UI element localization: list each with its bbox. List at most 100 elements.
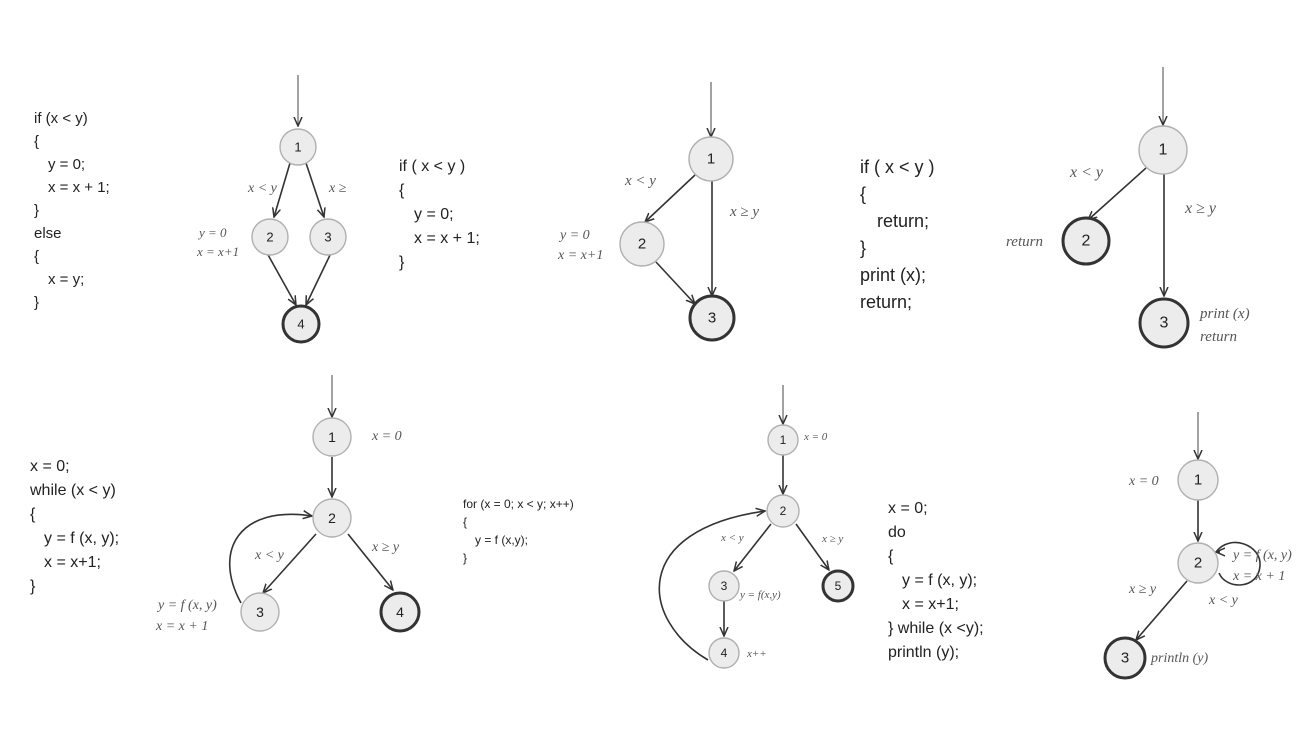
node-annotation: x = 0 bbox=[803, 431, 828, 443]
node-label: 5 bbox=[835, 579, 842, 593]
code-line: if ( x < y ) bbox=[399, 158, 465, 175]
edge-label: x ≥ y bbox=[821, 533, 843, 545]
code-line: do bbox=[888, 524, 906, 541]
flow-graph: 1 2 3 x < y x ≥ y y = 0 x = x+1 bbox=[557, 82, 759, 342]
edge-label: x < y bbox=[1208, 593, 1239, 608]
node-5-exit bbox=[821, 569, 855, 603]
code-line: while (x < y) bbox=[29, 482, 116, 499]
code-line: x = x+1; bbox=[44, 554, 101, 571]
panel-for: for (x = 0; x < y; x++) { y = f (x,y); }… bbox=[463, 385, 855, 669]
code-line: y = 0; bbox=[48, 156, 85, 173]
code-block: if ( x < y ) { return; } print (x); retu… bbox=[860, 157, 935, 312]
node-annotation: x = x + 1 bbox=[1232, 569, 1285, 584]
node-3 bbox=[309, 218, 347, 256]
code-line: y = f (x, y); bbox=[44, 530, 119, 547]
code-line: return; bbox=[860, 292, 912, 312]
node-4-exit bbox=[281, 304, 321, 344]
node-label: 1 bbox=[1159, 142, 1168, 159]
code-line: { bbox=[888, 548, 894, 565]
code-line: } bbox=[30, 578, 36, 595]
node-1 bbox=[688, 136, 734, 182]
code-line: else bbox=[34, 225, 62, 242]
code-block: x = 0; do { y = f (x, y); x = x+1; } whi… bbox=[888, 500, 984, 661]
code-line: x = 0; bbox=[888, 500, 928, 517]
edge-3-4 bbox=[306, 252, 332, 305]
node-2 bbox=[312, 498, 352, 538]
node-label: 4 bbox=[297, 317, 304, 332]
code-line: { bbox=[463, 515, 467, 529]
node-2 bbox=[1177, 542, 1219, 584]
code-line: } bbox=[399, 254, 405, 271]
code-line: } bbox=[34, 202, 39, 219]
loop-edge-3-2 bbox=[228, 514, 312, 604]
node-annotation: x = x+1 bbox=[196, 244, 239, 259]
node-label: 1 bbox=[780, 433, 787, 447]
node-annotation: x = x + 1 bbox=[155, 619, 208, 634]
node-3-exit bbox=[1103, 636, 1147, 680]
node-3 bbox=[240, 592, 280, 632]
code-line: { bbox=[30, 506, 36, 523]
node-annotation: y = f (x, y) bbox=[156, 598, 217, 613]
node-annotation: x = x+1 bbox=[557, 248, 603, 263]
code-line: for (x = 0; x < y; x++) bbox=[463, 497, 574, 511]
node-label: 4 bbox=[721, 646, 728, 660]
node-4 bbox=[708, 637, 740, 669]
flow-graph: 1 2 3 4 x < y x ≥ y = 0 x = x+1 bbox=[196, 75, 347, 344]
node-label: 1 bbox=[294, 140, 301, 155]
edge-2-4 bbox=[266, 252, 296, 305]
node-annotation: y = f(x,y) bbox=[739, 589, 781, 601]
node-annotation: x = 0 bbox=[371, 429, 402, 444]
code-line: y = f (x, y); bbox=[902, 572, 977, 589]
node-label: 3 bbox=[324, 230, 331, 245]
flow-graph: 1 2 3 4 5 x = 0 x < y x ≥ y y = f(x,y) x… bbox=[658, 385, 855, 669]
panel-if: if ( x < y ) { y = 0; x = x + 1; } 1 2 3… bbox=[399, 82, 759, 342]
node-label: 1 bbox=[1194, 472, 1202, 489]
node-annotation: println (y) bbox=[1150, 651, 1208, 666]
node-label: 3 bbox=[1121, 650, 1129, 667]
node-1 bbox=[1138, 125, 1188, 175]
node-label: 3 bbox=[1160, 315, 1169, 332]
code-line: y = 0; bbox=[414, 206, 454, 223]
edge-label: x < y bbox=[254, 548, 285, 563]
code-line: { bbox=[860, 184, 866, 204]
node-label: 2 bbox=[1194, 555, 1202, 572]
node-annotation: x = 0 bbox=[1128, 474, 1159, 489]
edge-1-2 bbox=[274, 162, 291, 217]
edge-2-3 bbox=[655, 261, 695, 304]
node-1 bbox=[1177, 459, 1219, 501]
loop-edge-4-2 bbox=[658, 511, 765, 661]
node-annotation: print (x) bbox=[1199, 306, 1250, 322]
edge-2-3 bbox=[1136, 580, 1188, 640]
node-label: 2 bbox=[1082, 233, 1091, 250]
edge-label: x < y bbox=[624, 173, 656, 189]
code-line: x = x + 1; bbox=[48, 179, 110, 196]
edge-label: x < y bbox=[247, 181, 278, 196]
node-3-exit bbox=[1138, 297, 1190, 349]
code-line: println (y); bbox=[888, 644, 959, 661]
edge-label: x < y bbox=[1069, 164, 1104, 181]
panel-if-else: if (x < y) { y = 0; x = x + 1; } else { … bbox=[34, 75, 347, 344]
code-line: } bbox=[463, 551, 467, 565]
edge-label: x ≥ y bbox=[371, 540, 400, 555]
node-4-exit bbox=[379, 591, 421, 633]
node-1 bbox=[767, 424, 799, 456]
code-line: print (x); bbox=[860, 265, 926, 285]
node-label: 3 bbox=[721, 579, 728, 593]
edge-1-3 bbox=[305, 162, 324, 217]
node-2 bbox=[251, 218, 289, 256]
node-label: 2 bbox=[780, 504, 787, 518]
panel-do-while: x = 0; do { y = f (x, y); x = x+1; } whi… bbox=[888, 412, 1292, 680]
node-annotation: return bbox=[1200, 329, 1237, 345]
node-label: 3 bbox=[708, 310, 716, 327]
node-1 bbox=[279, 128, 317, 166]
flow-graph: 1 2 3 x < y x ≥ y return print (x) retur… bbox=[1006, 67, 1250, 349]
node-3 bbox=[708, 570, 740, 602]
node-label: 4 bbox=[396, 604, 404, 620]
node-label: 1 bbox=[328, 429, 336, 445]
code-line: y = f (x,y); bbox=[475, 533, 528, 547]
panel-if-return: if ( x < y ) { return; } print (x); retu… bbox=[860, 67, 1250, 349]
code-line: if ( x < y ) bbox=[860, 157, 935, 177]
code-line: x = y; bbox=[48, 271, 84, 288]
node-1 bbox=[312, 417, 352, 457]
